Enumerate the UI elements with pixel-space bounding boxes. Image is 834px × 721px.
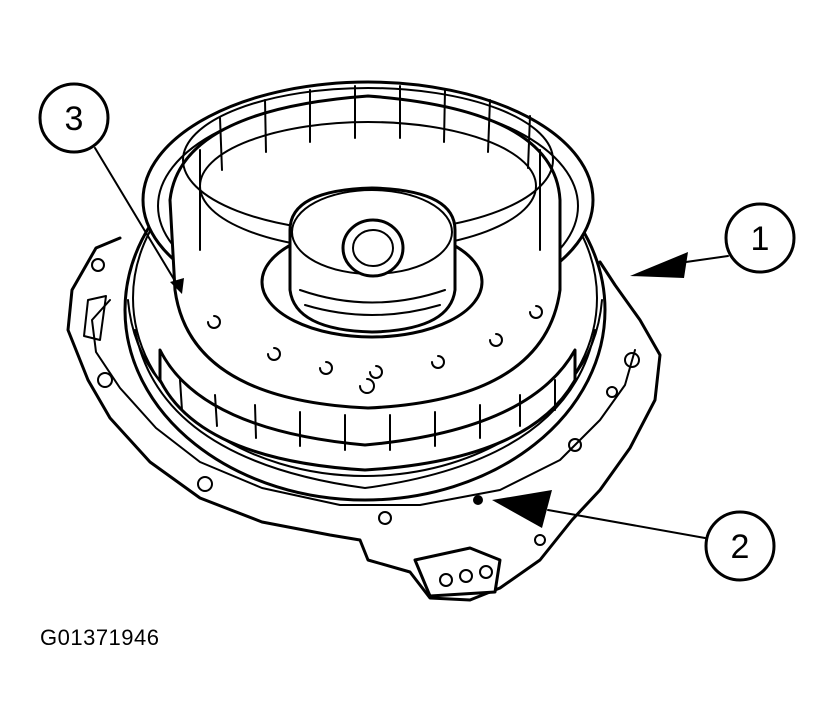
callout-2-circle [704,510,776,582]
tab-hole [534,534,546,546]
bolt-hole [624,352,640,368]
callout-3-circle [38,82,110,154]
figure-id-label: G01371946 [40,625,160,650]
center-hub [260,186,484,339]
callout-2-label: 2 [731,528,750,566]
reaction-ring [158,348,577,472]
fluid-port-hole [473,495,483,505]
bolt-hole [197,476,213,492]
callout-1-label: 1 [751,220,770,258]
callout-3: 3 [38,82,184,294]
callout-1: 1 [630,202,796,278]
callout-2: 2 [492,490,776,582]
tab-hole [439,573,453,587]
bolt-hole [568,438,582,452]
bolt-hole [91,258,105,272]
bolt-hole [378,511,392,525]
bolt-hole [606,386,618,398]
tab-hole [479,565,493,579]
valve-body-tab [413,495,546,598]
tab-hole [459,569,473,583]
callout-1-circle [724,202,796,274]
bolt-hole [97,372,113,388]
callout-3-label: 3 [65,100,84,138]
